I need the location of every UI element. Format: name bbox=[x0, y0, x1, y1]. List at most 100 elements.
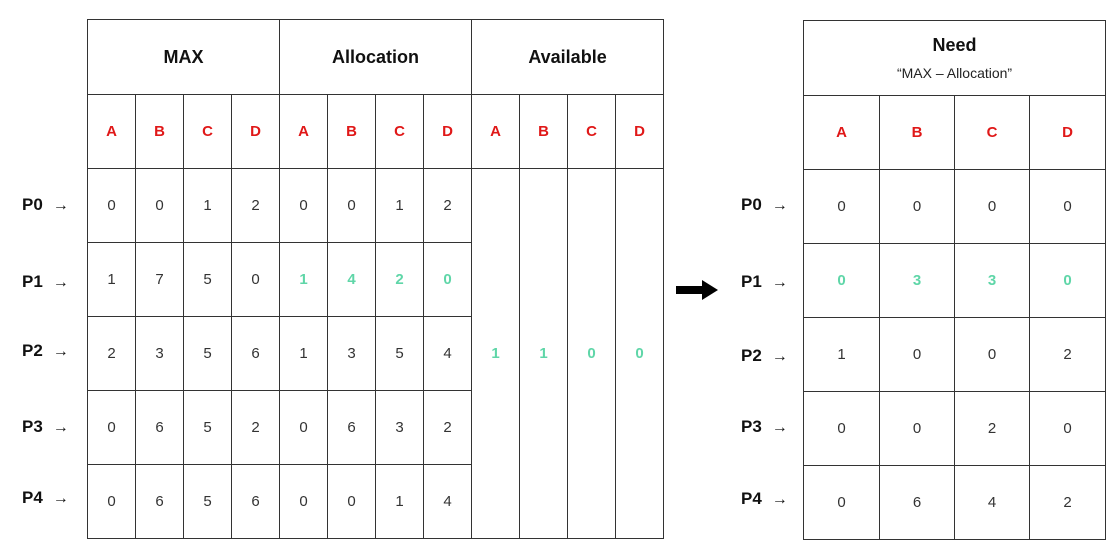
table-row-p1: 1 7 5 0 1 4 2 0 bbox=[87, 242, 664, 317]
available-cell-a: 1 bbox=[471, 168, 521, 539]
allocation-cell: 4 bbox=[422, 464, 473, 539]
allocation-cell: 0 bbox=[279, 464, 328, 539]
need-cell: 6 bbox=[879, 465, 955, 540]
max-cell: 5 bbox=[183, 316, 232, 391]
need-cell: 0 bbox=[1028, 169, 1107, 244]
need-cell: 1 bbox=[803, 317, 880, 392]
need-cell: 2 bbox=[1028, 465, 1107, 540]
process-label: P2 bbox=[741, 346, 762, 365]
process-label: P3 bbox=[22, 417, 43, 436]
need-cell: 0 bbox=[879, 169, 955, 244]
avail-res-c: C bbox=[567, 94, 617, 169]
left-label-p3: P3 → bbox=[22, 417, 92, 437]
alloc-res-a: A bbox=[279, 94, 328, 169]
allocation-cell: 0 bbox=[279, 390, 328, 465]
need-res-c: C bbox=[954, 95, 1030, 170]
need-subtitle: “MAX – Allocation” bbox=[896, 65, 1013, 81]
need-cell: 0 bbox=[803, 465, 880, 540]
avail-res-a: A bbox=[471, 94, 521, 169]
allocation-cell: 3 bbox=[375, 390, 424, 465]
table-row-p3: 0 6 5 2 0 6 3 2 bbox=[87, 390, 664, 465]
right-label-p1: P1→ bbox=[741, 272, 811, 292]
process-label: P3 bbox=[741, 417, 762, 436]
need-row-p4: 0 6 4 2 bbox=[803, 465, 1107, 540]
allocation-cell: 1 bbox=[279, 316, 328, 391]
allocation-cell: 6 bbox=[327, 390, 376, 465]
process-label: P0 bbox=[741, 195, 762, 214]
arrow-icon: → bbox=[52, 490, 69, 507]
max-res-c: C bbox=[183, 94, 232, 169]
allocation-cell: 0 bbox=[327, 464, 376, 539]
arrow-icon: → bbox=[52, 419, 69, 436]
max-cell: 6 bbox=[135, 464, 184, 539]
max-cell: 6 bbox=[231, 464, 280, 539]
allocation-cell: 0 bbox=[422, 242, 473, 317]
max-cell: 6 bbox=[135, 390, 184, 465]
need-cell: 3 bbox=[879, 243, 955, 318]
allocation-cell: 0 bbox=[279, 168, 328, 243]
max-cell: 7 bbox=[135, 242, 184, 317]
arrow-icon: → bbox=[771, 491, 788, 508]
left-label-p0: P0→ bbox=[22, 195, 92, 215]
alloc-res-c: C bbox=[375, 94, 424, 169]
allocation-cell: 2 bbox=[422, 168, 473, 243]
max-cell: 2 bbox=[231, 390, 280, 465]
need-cell: 0 bbox=[879, 317, 955, 392]
available-cell-c: 0 bbox=[567, 168, 617, 539]
max-res-d: D bbox=[231, 94, 280, 169]
process-label: P0 bbox=[22, 195, 43, 214]
need-cell: 0 bbox=[954, 169, 1030, 244]
allocation-cell: 0 bbox=[327, 168, 376, 243]
need-row-p1: 0 3 3 0 bbox=[803, 243, 1107, 318]
arrow-icon: → bbox=[771, 419, 788, 436]
left-label-p4: P4→ bbox=[22, 488, 92, 508]
need-table: Need “MAX – Allocation” A B C D 0 0 0 0 … bbox=[802, 20, 1107, 540]
allocation-cell: 1 bbox=[375, 168, 424, 243]
need-row-p2: 1 0 0 2 bbox=[803, 317, 1107, 392]
table-row-p0: 0 0 1 2 0 0 1 2 1 1 0 0 bbox=[87, 168, 665, 539]
max-cell: 2 bbox=[87, 316, 136, 391]
available-cell-d: 0 bbox=[615, 168, 665, 539]
arrow-icon: → bbox=[52, 274, 69, 291]
arrow-icon: → bbox=[771, 274, 788, 291]
process-label: P4 bbox=[741, 489, 762, 508]
available-header: Available bbox=[471, 19, 665, 95]
arrow-icon: → bbox=[771, 348, 788, 365]
need-row-p0: 0 0 0 0 bbox=[803, 169, 1107, 244]
arrow-icon: → bbox=[52, 343, 69, 360]
left-label-p1: P1 → bbox=[22, 272, 92, 292]
max-header: MAX bbox=[87, 19, 280, 95]
avail-res-d: D bbox=[615, 94, 665, 169]
max-cell: 6 bbox=[231, 316, 280, 391]
right-label-p3: P3 → bbox=[741, 417, 811, 437]
allocation-cell: 1 bbox=[375, 464, 424, 539]
max-cell: 2 bbox=[231, 168, 280, 243]
right-label-p4: P4 → bbox=[741, 489, 811, 509]
max-cell: 0 bbox=[135, 168, 184, 243]
allocation-cell: 4 bbox=[327, 242, 376, 317]
max-cell: 5 bbox=[183, 464, 232, 539]
need-header: Need “MAX – Allocation” bbox=[802, 20, 1107, 96]
max-cell: 5 bbox=[183, 390, 232, 465]
max-cell: 0 bbox=[87, 464, 136, 539]
max-cell: 0 bbox=[231, 242, 280, 317]
need-cell: 2 bbox=[954, 391, 1030, 466]
process-label: P1 bbox=[22, 272, 43, 291]
resource-table: MAX Allocation Available A B C D A B C D… bbox=[87, 19, 665, 539]
process-label: P2 bbox=[22, 341, 43, 360]
max-res-b: B bbox=[135, 94, 184, 169]
max-cell: 1 bbox=[87, 242, 136, 317]
need-cell: 0 bbox=[803, 391, 880, 466]
right-label-p0: P0→ bbox=[741, 195, 811, 215]
allocation-cell: 3 bbox=[327, 316, 376, 391]
need-cell: 4 bbox=[954, 465, 1030, 540]
right-arrow-icon bbox=[676, 280, 718, 300]
right-label-p2: P2 → bbox=[741, 346, 811, 366]
allocation-cell: 4 bbox=[422, 316, 473, 391]
max-cell: 5 bbox=[183, 242, 232, 317]
allocation-cell: 5 bbox=[375, 316, 424, 391]
max-cell: 0 bbox=[87, 168, 136, 243]
allocation-cell: 1 bbox=[279, 242, 328, 317]
table-row-p2: 2 3 5 6 1 3 5 4 bbox=[87, 316, 664, 391]
alloc-res-d: D bbox=[422, 94, 473, 169]
